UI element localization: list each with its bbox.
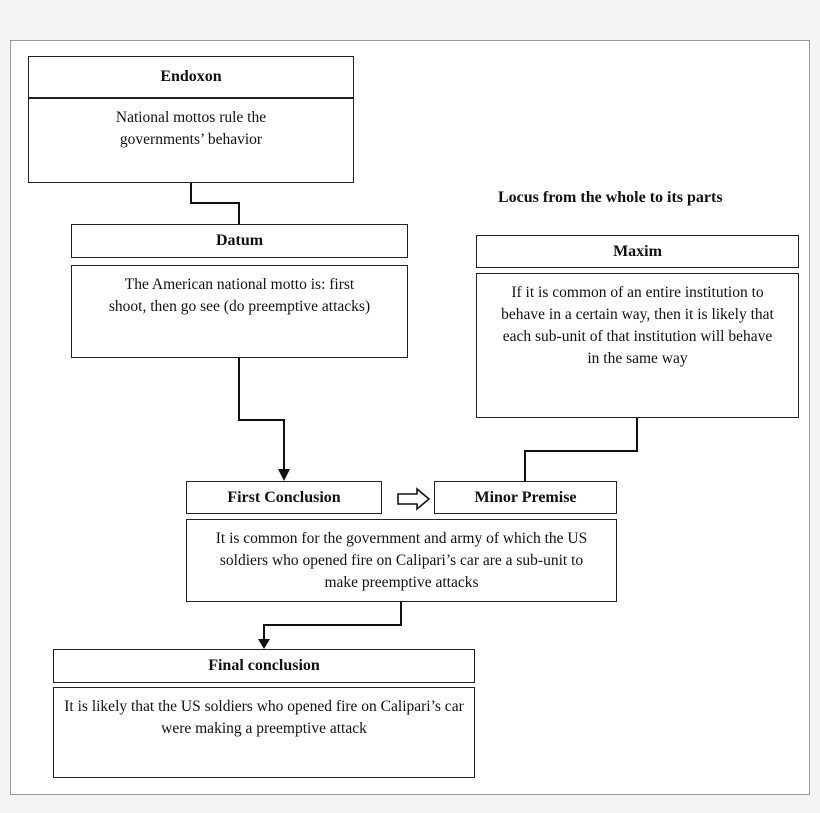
first-conclusion-header: First Conclusion	[186, 481, 382, 514]
connector-datum-first-conclusion	[238, 357, 285, 473]
implication-arrow	[397, 487, 431, 511]
locus-title: Locus from the whole to its parts	[498, 189, 723, 206]
first-conclusion-body: It is common for the government and army…	[186, 519, 617, 602]
final-conclusion-header: Final conclusion	[53, 649, 475, 683]
first-conclusion-heading: First Conclusion	[227, 488, 341, 506]
datum-text: The American national motto is: first sh…	[108, 276, 371, 315]
connector-first-conclusion-final	[263, 602, 402, 641]
endoxon-heading: Endoxon	[160, 68, 222, 85]
datum-header: Datum	[71, 224, 408, 258]
final-conclusion-text: It is likely that the US soldiers who op…	[64, 698, 464, 737]
first-conclusion-text: It is common for the government and army…	[215, 530, 588, 591]
endoxon-body: National mottos rule the governments’ be…	[28, 98, 354, 183]
datum-heading: Datum	[215, 232, 264, 249]
arrowhead-final-conclusion	[258, 639, 270, 649]
maxim-text: If it is common of an entire institution…	[501, 284, 774, 367]
maxim-body: If it is common of an entire institution…	[476, 273, 799, 418]
arrowhead-first-conclusion	[278, 469, 290, 481]
minor-premise-header: Minor Premise	[434, 481, 617, 514]
final-conclusion-body: It is likely that the US soldiers who op…	[53, 687, 475, 778]
final-conclusion-heading: Final conclusion	[208, 657, 320, 674]
diagram-canvas: Endoxon National mottos rule the governm…	[10, 40, 810, 795]
connector-lines	[190, 182, 638, 649]
minor-premise-heading: Minor Premise	[474, 488, 577, 506]
maxim-heading: Maxim	[613, 242, 662, 260]
connector-endoxon-datum	[190, 182, 240, 224]
maxim-header: Maxim	[476, 235, 799, 268]
endoxon-header: Endoxon	[28, 56, 354, 98]
connector-maxim-minor-premise	[524, 418, 638, 481]
endoxon-text: National mottos rule the governments’ be…	[115, 109, 267, 148]
datum-body: The American national motto is: first sh…	[71, 265, 408, 358]
